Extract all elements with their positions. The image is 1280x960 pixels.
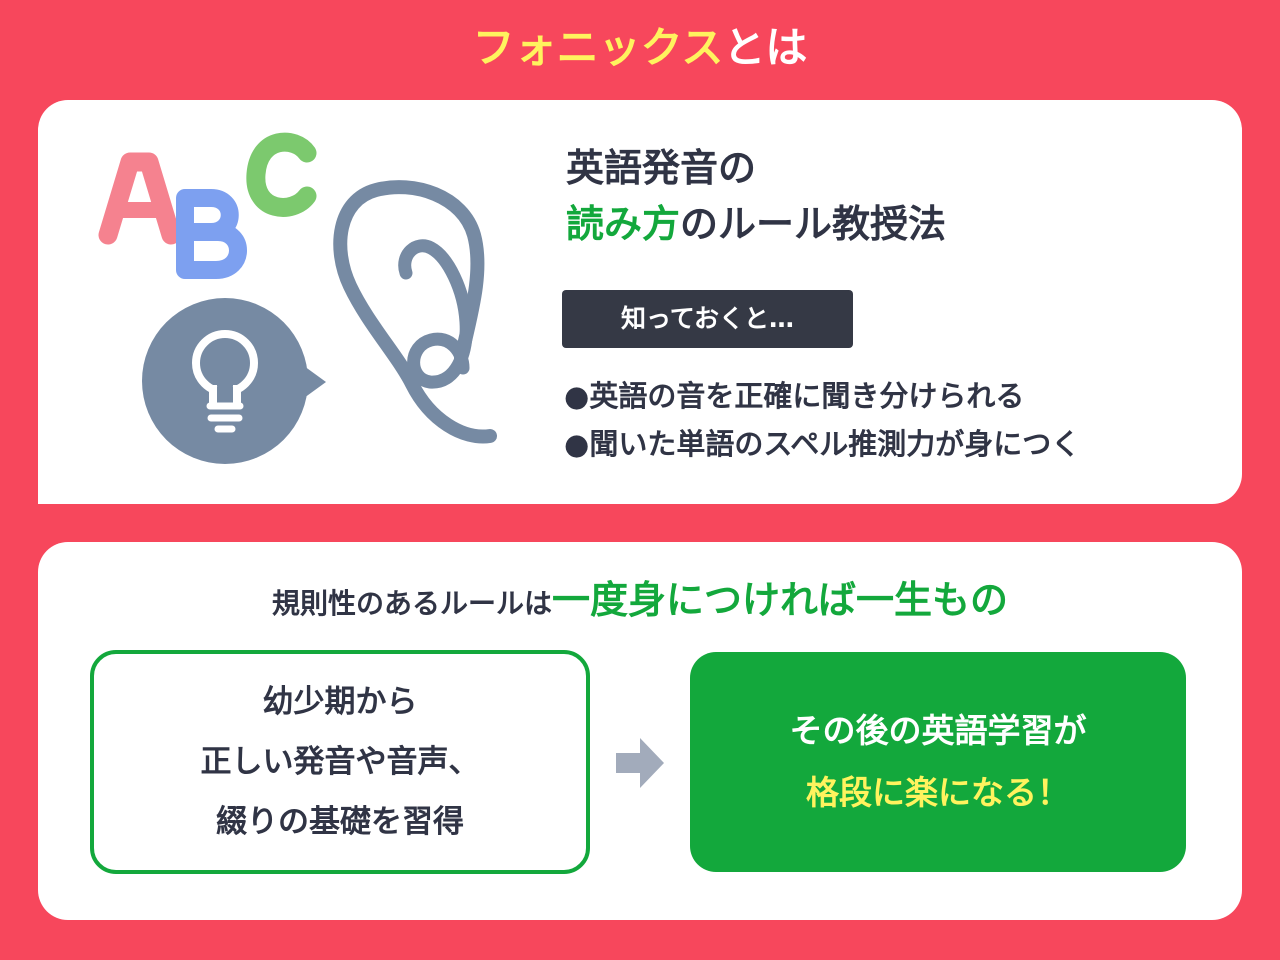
result-line1: その後の英語学習が bbox=[789, 711, 1087, 750]
lightbulb-icon bbox=[142, 298, 326, 464]
letter-b bbox=[176, 189, 247, 279]
bullet-icon: ● bbox=[564, 427, 590, 461]
benefit-item: ●聞いた単語のスペル推測力が身につく bbox=[564, 420, 1244, 468]
benefit-text: 英語の音を正確に聞き分けられる bbox=[589, 379, 1025, 413]
rule-heading: 規則性のあるルールは一度身につければ一生もの bbox=[38, 570, 1242, 634]
bullet-icon: ● bbox=[564, 379, 590, 413]
letter-a bbox=[98, 152, 181, 245]
definition-heading: 英語発音の 読み方のルール教授法 bbox=[566, 140, 1226, 252]
illustration bbox=[98, 132, 497, 464]
definition-line2-rest: のルール教授法 bbox=[680, 202, 947, 246]
benefit-text: 聞いた単語のスペル推測力が身につく bbox=[589, 427, 1081, 461]
definition-line1: 英語発音の bbox=[566, 146, 757, 190]
definition-line2: 読み方のルール教授法 bbox=[566, 196, 1226, 252]
result-box: その後の英語学習が 格段に楽になる！ bbox=[690, 652, 1186, 872]
childhood-line: 幼少期から bbox=[262, 684, 418, 720]
title-highlight: フォニックス bbox=[472, 23, 724, 72]
benefit-item: ●英語の音を正確に聞き分けられる bbox=[564, 372, 1244, 420]
rule-emphasis: 一度身につければ一生もの bbox=[552, 578, 1009, 622]
title-rest: とは bbox=[723, 23, 808, 72]
childhood-box: 幼少期から 正しい発音や音声、 綴りの基礎を習得 bbox=[90, 650, 590, 874]
benefit-list: ●英語の音を正確に聞き分けられる ●聞いた単語のスペル推測力が身につく bbox=[564, 372, 1244, 468]
page-title: フォニックスとは bbox=[0, 18, 1280, 78]
arrow-right-icon bbox=[616, 738, 664, 788]
definition-emphasis: 読み方 bbox=[566, 202, 681, 246]
childhood-line: 綴りの基礎を習得 bbox=[216, 804, 464, 840]
rule-lead: 規則性のあるルールは bbox=[271, 587, 552, 620]
letter-c bbox=[246, 132, 317, 217]
result-line2: 格段に楽になる！ bbox=[806, 773, 1070, 812]
ear-icon bbox=[333, 180, 497, 444]
definition-card: 英語発音の 読み方のルール教授法 知っておくと… ●英語の音を正確に聞き分けられ… bbox=[38, 100, 1242, 504]
rule-card: 規則性のあるルールは一度身につければ一生もの 幼少期から 正しい発音や音声、 綴… bbox=[38, 542, 1242, 920]
benefit-tag: 知っておくと… bbox=[562, 290, 853, 348]
childhood-line: 正しい発音や音声、 bbox=[200, 744, 480, 780]
